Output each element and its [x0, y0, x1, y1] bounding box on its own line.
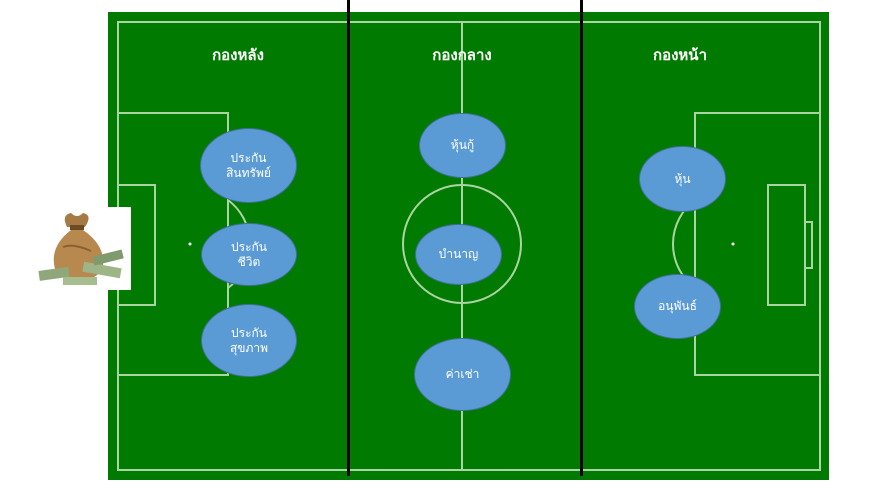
bubble-label: หุ้นกู้	[450, 138, 475, 152]
bubble-bonds: หุ้นกู้	[419, 113, 506, 178]
bubble-label: ค่าเช่า	[445, 367, 480, 381]
bubble-rent: ค่าเช่า	[414, 338, 511, 411]
zone-divider	[347, 0, 350, 476]
bubble-label: สุขภาพ	[229, 340, 269, 355]
zone-title-forward: กองหน้า	[653, 46, 707, 64]
bubble-label: หุ้น	[674, 171, 691, 186]
bubble-derivatives: อนุพันธ์	[634, 274, 721, 339]
bubble-label: ประกัน	[231, 325, 267, 340]
money-bag-icon	[38, 213, 124, 285]
zone-title-midfield: กองกลาง	[432, 46, 492, 64]
bubble-life-insurance: ประกัน ชีวิต	[201, 223, 297, 286]
bubble-label: บำนาญ	[438, 247, 479, 261]
bubble-label: ประกัน	[230, 150, 267, 165]
money-bag-image	[33, 207, 131, 290]
bubble-label: สินทรัพย์	[226, 165, 271, 180]
bubble-label: ชีวิต	[237, 254, 261, 269]
bubble-health-insurance: ประกัน สุขภาพ	[201, 304, 297, 377]
bubble-label: ประกัน	[231, 239, 267, 254]
bubble-pension: บำนาญ	[415, 224, 502, 285]
zone-divider	[580, 0, 583, 476]
bubble-label: อนุพันธ์	[658, 299, 697, 313]
zone-title-defense: กองหลัง	[212, 46, 264, 64]
bubble-stocks: หุ้น	[639, 146, 726, 212]
bubble-property-insurance: ประกัน สินทรัพย์	[200, 128, 297, 203]
